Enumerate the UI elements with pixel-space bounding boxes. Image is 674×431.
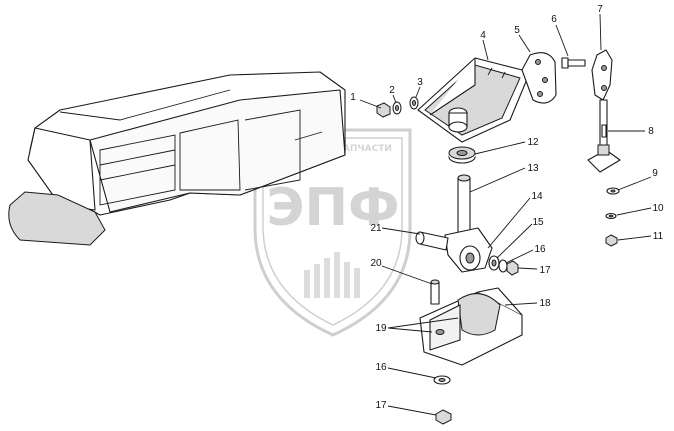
callout-17-bottom: 17 <box>375 400 387 411</box>
part-13-post <box>444 174 493 273</box>
leader-lines <box>359 13 652 416</box>
part-7-rod <box>587 49 621 173</box>
part-21-shaft <box>415 231 449 251</box>
part-16-washer-bottom <box>433 375 451 385</box>
part-12-nut <box>448 146 476 164</box>
callout-1: 1 <box>350 92 356 103</box>
part-10-washer <box>605 212 617 220</box>
callout-18: 18 <box>539 298 551 309</box>
wheat-emblem-icon <box>304 252 360 298</box>
part-9-washer <box>606 187 620 195</box>
callout-10: 10 <box>652 203 664 214</box>
part-5-plate <box>521 52 557 104</box>
callout-14: 14 <box>531 191 543 202</box>
watermark-logo-text: ЭПФ <box>266 178 399 238</box>
callout-20: 20 <box>370 258 382 269</box>
part-2-washer <box>392 101 402 115</box>
callout-5: 5 <box>514 25 520 36</box>
callout-4: 4 <box>480 30 486 41</box>
callout-9: 9 <box>652 168 658 179</box>
part-1-nut <box>376 102 391 118</box>
callout-3: 3 <box>417 77 423 88</box>
part-11-nut <box>605 234 618 247</box>
hood-housing <box>8 71 346 246</box>
part-6-bolt <box>561 57 586 69</box>
part-17-nut-bottom <box>435 409 452 425</box>
callout-13: 13 <box>527 163 539 174</box>
part-15-washer <box>488 255 500 271</box>
callout-21: 21 <box>370 223 382 234</box>
part-4-bracket <box>417 57 531 143</box>
callout-19: 19 <box>375 323 387 334</box>
part-3-washer <box>409 96 419 110</box>
callout-16-top: 16 <box>534 244 546 255</box>
callout-12: 12 <box>527 137 539 148</box>
callout-17-top: 17 <box>539 265 551 276</box>
part-16-washer-top <box>498 259 508 273</box>
callout-6: 6 <box>551 14 557 25</box>
callout-11: 11 <box>653 231 664 242</box>
callout-labels: 1 2 3 4 5 6 7 8 9 10 11 12 13 14 15 16 1… <box>350 4 664 411</box>
callout-7: 7 <box>597 4 603 15</box>
part-20-pin <box>430 279 440 305</box>
part-17-nut-top <box>506 260 519 276</box>
part-8-pin <box>601 124 607 138</box>
callout-2: 2 <box>389 85 395 96</box>
callout-16-bottom: 16 <box>375 362 387 373</box>
part-18-base <box>419 287 523 366</box>
callout-15: 15 <box>532 217 544 228</box>
callout-8: 8 <box>648 126 654 137</box>
